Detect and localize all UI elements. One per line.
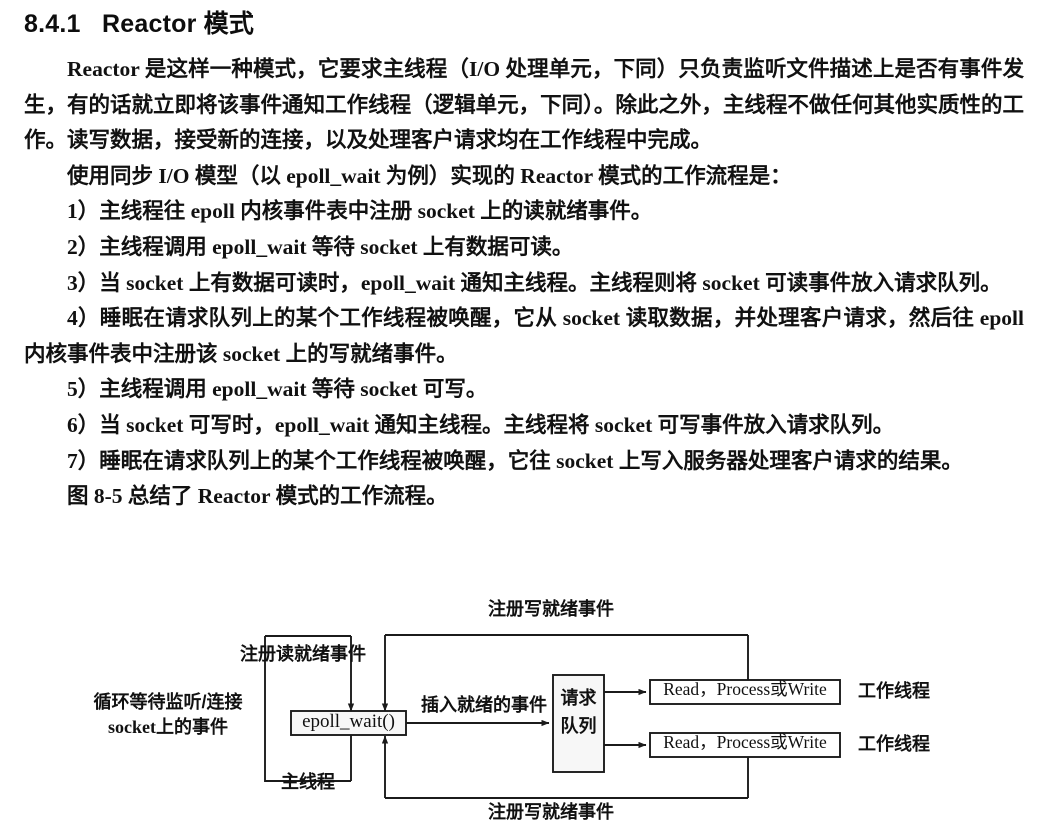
list-item-2: 2）主线程调用 epoll_wait 等待 socket 上有数据可读。 — [67, 234, 574, 259]
list-item-1: 1）主线程往 epoll 内核事件表中注册 socket 上的读就绪事件。 — [67, 199, 653, 224]
figure-caption-bottom: 注册写就绪事件 — [488, 802, 614, 822]
label-main-thread: 主线程 — [281, 772, 335, 792]
figure-reference: 图 8-5 总结了 Reactor 模式的工作流程。 — [67, 484, 448, 509]
paragraph-intro: Reactor 是这样一种模式，它要求主线程（I/O 处理单元，下同）只负责监听… — [24, 57, 1024, 153]
label-worker-thread-1: 工作线程 — [858, 681, 930, 701]
figure-caption-top: 注册写就绪事件 — [488, 599, 614, 619]
label-loop-wait-line1: 循环等待监听/连接 — [93, 692, 243, 712]
label-register-read-event: 注册读就绪事件 — [240, 644, 366, 664]
request-queue-box-shape — [552, 674, 605, 773]
page-title: 8.4.1 Reactor 模式 — [24, 10, 255, 38]
body-text: Reactor 是这样一种模式，它要求主线程（I/O 处理单元，下同）只负责监听… — [24, 52, 1024, 515]
worker-box-2-shape — [649, 732, 841, 758]
main-thread-loop-left — [264, 636, 351, 782]
paragraph-workflow-intro: 使用同步 I/O 模型（以 epoll_wait 为例）实现的 Reactor … — [67, 163, 792, 188]
request-queue-label-line2: 队列 — [560, 716, 597, 736]
epoll-wait-box-label: epoll_wait() — [302, 711, 395, 732]
worker-box-1-label: Read，Process或Write — [663, 679, 827, 699]
worker-box-2-label: Read，Process或Write — [663, 732, 827, 752]
list-item-4: 4）睡眠在请求队列上的某个工作线程被唤醒，它从 socket 读取数据，并处理客… — [24, 306, 1024, 366]
list-item-5: 5）主线程调用 epoll_wait 等待 socket 可写。 — [67, 377, 488, 402]
request-queue-label-line1: 请求 — [560, 688, 597, 708]
label-insert-ready-event: 插入就绪的事件 — [421, 695, 547, 715]
label-loop-wait-line2: socket上的事件 — [108, 717, 228, 737]
list-item-3: 3）当 socket 上有数据可读时，epoll_wait 通知主线程。主线程则… — [67, 270, 1002, 295]
label-worker-thread-2: 工作线程 — [858, 734, 930, 754]
worker-box-1-shape — [649, 679, 841, 705]
list-item-7: 7）睡眠在请求队列上的某个工作线程被唤醒，它往 socket 上写入服务器处理客… — [67, 448, 963, 473]
list-item-6: 6）当 socket 可写时，epoll_wait 通知主线程。主线程将 soc… — [67, 412, 895, 437]
figure-8-5-reactor-flow: 注册写就绪事件 注册读就绪事件 循环等待监听/连接 socket上的事件 epo… — [0, 595, 1050, 832]
figure-diagram-svg — [264, 634, 841, 799]
